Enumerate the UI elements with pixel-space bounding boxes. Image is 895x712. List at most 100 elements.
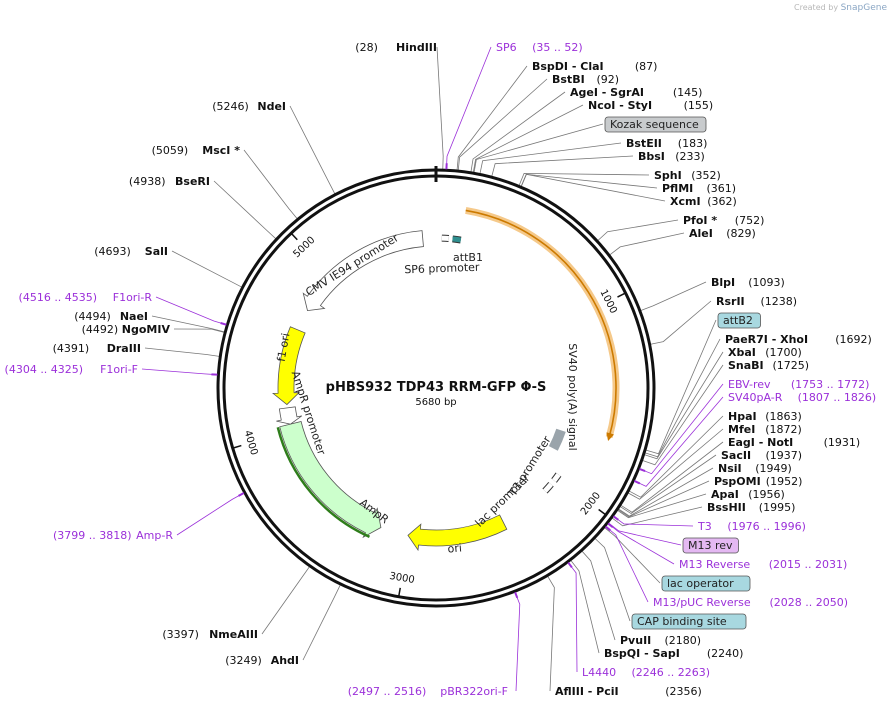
- enzyme-name: PaeR7I - XhoI: [725, 333, 808, 346]
- tick-mark-4000: [233, 444, 242, 449]
- right-label-bstbi[interactable]: BstBI (92): [552, 73, 619, 86]
- right-label-cap-binding-site[interactable]: CAP binding site: [631, 613, 747, 630]
- connector-line: [617, 493, 707, 519]
- enzyme-name: AleI: [689, 227, 713, 240]
- right-label-afliii-pcii[interactable]: AflIII - PciI(2356): [555, 685, 702, 698]
- feature-label-ori: ori: [447, 541, 462, 555]
- plasmid-name: pHBS932 TDP43 RRM-GFP Φ-S: [326, 380, 547, 395]
- feature-box: [717, 312, 761, 329]
- primer-label-f1ori-f[interactable]: F1ori-F (4304 .. 4325): [5, 363, 218, 376]
- right-label-t3[interactable]: T3(1976 .. 1996): [612, 515, 806, 533]
- connector-line: [611, 506, 703, 527]
- right-label-pfoi[interactable]: PfoI *(752): [683, 214, 764, 227]
- feature-box: [682, 537, 739, 554]
- right-label-ncoi-styi[interactable]: NcoI - StyI(155): [588, 99, 713, 112]
- primer-name: EBV-rev: [728, 378, 771, 391]
- enzyme-position: (2180): [665, 634, 702, 647]
- enzyme-label-nmeaiii[interactable]: NmeAIII(3397): [162, 628, 258, 641]
- enzyme-position: (92): [597, 73, 620, 86]
- right-label-m13-puc-reverse[interactable]: M13/pUC Reverse(2028 .. 2050): [605, 525, 848, 609]
- right-label-m13-rev[interactable]: M13 rev: [682, 537, 739, 554]
- right-label-apai[interactable]: ApaI(1956): [711, 488, 785, 501]
- primer-label-pbr322ori-f[interactable]: pBR322ori-F(2497 .. 2516): [348, 591, 519, 698]
- connector-line: [609, 232, 685, 256]
- primer-label-amp-r[interactable]: Amp-R(3799 .. 3818): [53, 492, 245, 542]
- primer-site-mark: [605, 525, 611, 532]
- primer-range: (35 .. 52): [532, 41, 583, 54]
- connector-line: [144, 347, 220, 357]
- connector-line: [521, 173, 666, 202]
- right-label-bbsi[interactable]: BbsI(233): [638, 150, 705, 163]
- features: [272, 207, 620, 552]
- feature-ampr: [276, 421, 382, 539]
- feature-shape: [279, 421, 382, 539]
- right-label-sphi[interactable]: SphI(352): [654, 169, 721, 182]
- enzyme-position: (361): [707, 182, 737, 195]
- primer-range: (3799 .. 3818): [53, 529, 132, 542]
- connector-line: [581, 550, 616, 641]
- enzyme-label-sali[interactable]: SalI(4693): [94, 245, 168, 258]
- connector-line: [472, 104, 584, 173]
- enzyme-position: (362): [707, 195, 737, 208]
- primer-range: (4304 .. 4325): [5, 363, 84, 376]
- right-label-pspomi[interactable]: PspOMI(1952): [714, 475, 802, 488]
- right-label-eagi-noti[interactable]: EagI - NotI(1931): [728, 436, 860, 449]
- enzyme-label-msci[interactable]: MscI *(5059): [152, 144, 241, 157]
- enzyme-label-draiii[interactable]: DraIII(4391): [53, 342, 141, 355]
- right-label-pvuii[interactable]: PvuII(2180): [620, 634, 701, 647]
- right-label-lac-operator[interactable]: lac operator: [661, 575, 751, 592]
- right-label-m13-reverse[interactable]: M13 Reverse(2015 .. 2031): [607, 522, 847, 571]
- right-label-sp6[interactable]: SP6(35 .. 52): [445, 41, 583, 170]
- right-label-blpi[interactable]: BlpI(1093): [711, 276, 785, 289]
- enzyme-label-bseri[interactable]: BseRI(4938): [129, 175, 210, 188]
- right-label-l4440[interactable]: L4440(2246 .. 2263): [567, 561, 710, 679]
- connector-line: [151, 315, 225, 333]
- right-label-bspqi-sapi[interactable]: BspQI - SapI(2240): [604, 647, 743, 660]
- enzyme-name: EagI - NotI: [728, 436, 793, 449]
- right-label-attb2[interactable]: attB2: [717, 312, 761, 329]
- right-label-xcmi[interactable]: XcmI(362): [670, 195, 737, 208]
- enzyme-name: MfeI: [728, 423, 755, 436]
- right-label-paer7i-xhoi[interactable]: PaeR7I - XhoI(1692): [725, 333, 872, 346]
- primer-name: M13/pUC Reverse: [653, 596, 751, 609]
- enzyme-label-ahdi[interactable]: AhdI(3249): [225, 654, 299, 667]
- enzyme-label-ndei[interactable]: NdeI(5246): [212, 100, 286, 113]
- feature-shape: [543, 482, 553, 493]
- right-label-pflmi[interactable]: PflMI(361): [662, 182, 736, 195]
- right-label-hpai[interactable]: HpaI(1863): [728, 410, 802, 423]
- right-label-sacii[interactable]: SacII(1937): [721, 449, 802, 462]
- primer-name: F1ori-F: [100, 363, 138, 376]
- right-label-ebv-rev[interactable]: EBV-rev(1753 .. 1772): [639, 378, 870, 473]
- connector-line: [607, 523, 675, 565]
- connector-line: [617, 480, 710, 518]
- enzyme-label-hindiii[interactable]: HindIII(28): [355, 41, 437, 54]
- right-label-bsshii[interactable]: BssHII(1995): [707, 501, 795, 514]
- enzyme-name: BstBI: [552, 73, 585, 86]
- right-label-bspdi-clai[interactable]: BspDI - ClaI(87): [532, 60, 657, 73]
- right-label-xbai[interactable]: XbaI(1700): [728, 346, 802, 359]
- right-label-nsii[interactable]: NsiI(1949): [718, 462, 792, 475]
- right-label-agei-sgrai[interactable]: AgeI - SgrAI(145): [570, 86, 702, 99]
- right-label-bsteii[interactable]: BstEII(183): [626, 137, 707, 150]
- enzyme-name: SacII: [721, 449, 751, 462]
- feature-label-attb1: attB1: [453, 251, 483, 264]
- primer-label-f1ori-r[interactable]: F1ori-R(4516 .. 4535): [19, 291, 227, 326]
- right-label-snabi[interactable]: SnaBI(1725): [728, 359, 809, 372]
- connector-line: [479, 142, 622, 174]
- tick-mark-2000: [598, 508, 606, 515]
- connector-line: [645, 319, 717, 455]
- connector-line: [613, 516, 694, 527]
- right-label-rsrii[interactable]: RsrII(1238): [716, 295, 797, 308]
- right-label-mfei[interactable]: MfeI(1872): [728, 423, 802, 436]
- right-label-alei[interactable]: AleI(829): [689, 227, 756, 240]
- enzyme-position: (3397): [162, 628, 199, 641]
- enzyme-name: HindIII: [396, 41, 437, 54]
- enzyme-position: (3249): [225, 654, 262, 667]
- right-label-sv40pa-r[interactable]: SV40pA-R(1807 .. 1826): [633, 391, 876, 485]
- feature-ori: [407, 514, 508, 552]
- right-label-kozak-sequence[interactable]: Kozak sequence: [604, 116, 707, 133]
- enzyme-name: ApaI: [711, 488, 739, 501]
- enzyme-label-ngomiv[interactable]: NgoMIV(4492): [82, 323, 171, 336]
- enzyme-name: NaeI: [120, 310, 148, 323]
- enzyme-label-naei[interactable]: NaeI(4494): [74, 310, 148, 323]
